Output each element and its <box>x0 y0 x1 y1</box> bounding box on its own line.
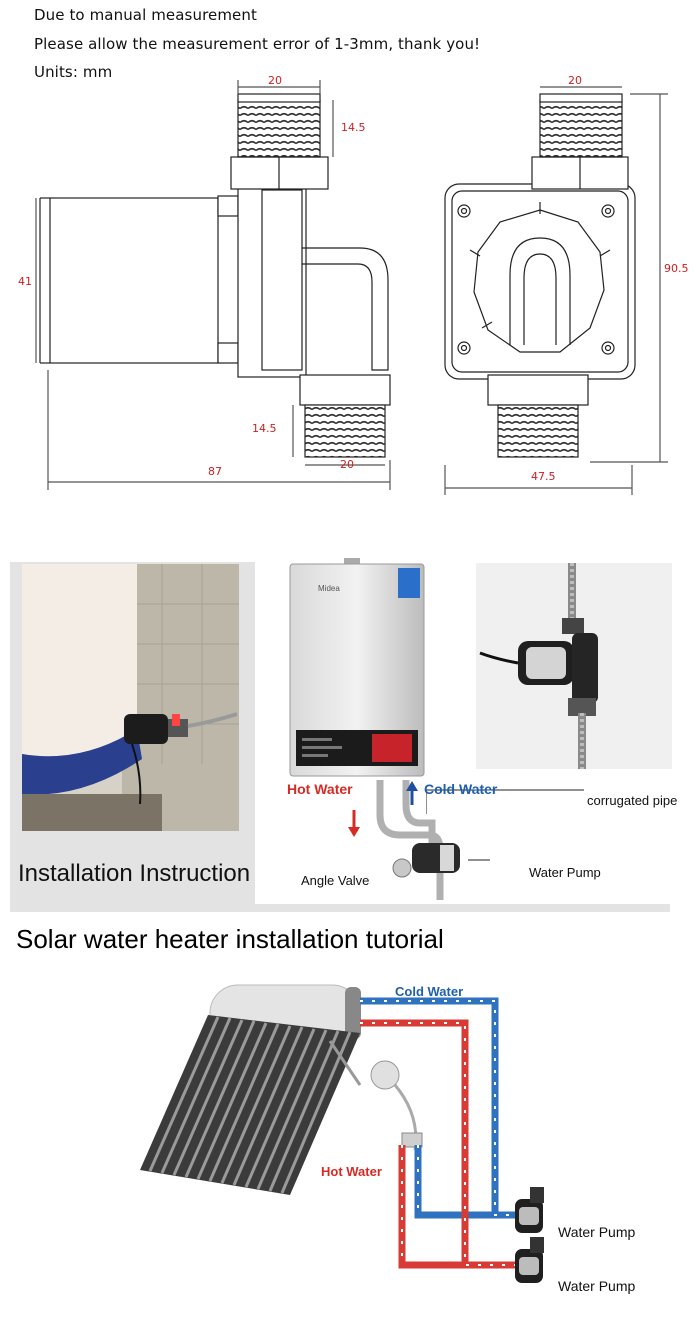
heater-brand: Midea <box>318 584 340 593</box>
note-manual-measurement: Due to manual measurement <box>34 6 257 24</box>
dim-side-total-length: 87 <box>208 465 222 478</box>
pump-technical-drawing <box>35 80 668 495</box>
solar-label-water-pump-1: Water Pump <box>558 1224 636 1240</box>
dim-side-bottom-width: 20 <box>340 458 354 471</box>
water-heater-image <box>289 558 425 777</box>
dim-side-bottom-thread: 14.5 <box>252 422 277 435</box>
solar-heater-diagram <box>140 984 544 1283</box>
dim-front-height: 90.5 <box>664 262 689 275</box>
dim-front-width: 47.5 <box>531 470 556 483</box>
pump-installed-photo <box>22 564 239 831</box>
solar-label-hot-water: Hot Water <box>321 1164 382 1179</box>
solar-title: Solar water heater installation tutorial <box>16 924 444 954</box>
dim-side-top-width: 20 <box>268 74 282 87</box>
pump-closeup-photo <box>476 563 672 769</box>
note-units: Units: mm <box>34 63 113 81</box>
note-measurement-error: Please allow the measurement error of 1-… <box>34 35 481 53</box>
solar-label-water-pump-2: Water Pump <box>558 1278 636 1294</box>
label-angle-valve: Angle Valve <box>301 873 370 888</box>
label-hot-water: Hot Water <box>287 781 353 797</box>
installation-title: Installation Instruction <box>18 860 251 887</box>
dim-front-top-width: 20 <box>568 74 582 87</box>
solar-label-cold-water: Cold Water <box>395 984 464 999</box>
dim-side-height: 41 <box>18 275 32 288</box>
label-cold-water: Cold Water <box>424 781 498 797</box>
heater-pipes <box>348 780 490 900</box>
dim-side-top-thread: 14.5 <box>341 121 366 134</box>
corrugated-pipe-leader <box>426 789 584 814</box>
label-corrugated-pipe: corrugated pipe <box>587 793 678 808</box>
label-water-pump: Water Pump <box>529 865 601 880</box>
